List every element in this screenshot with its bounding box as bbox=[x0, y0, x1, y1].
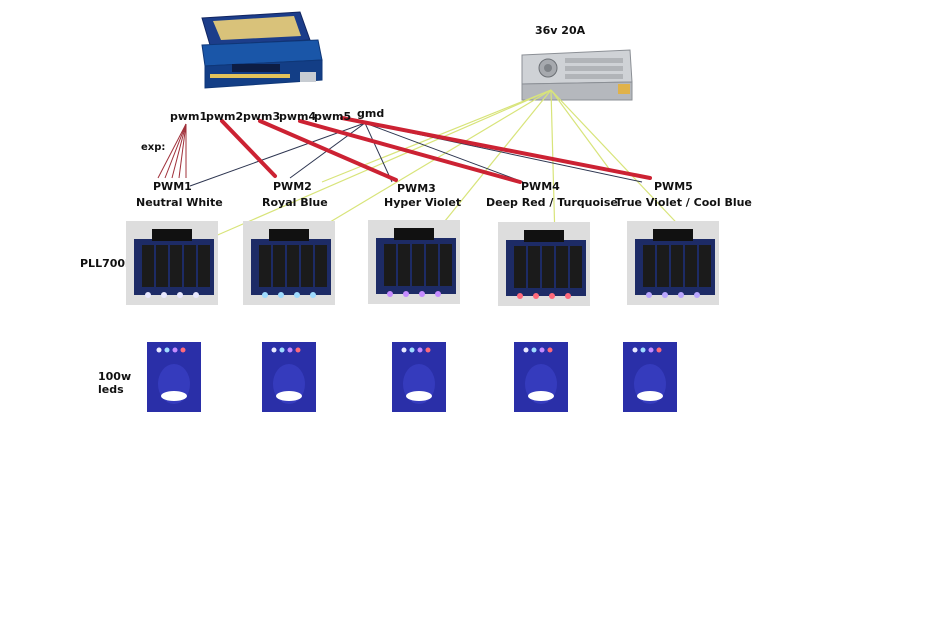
pin-label-pwm2: pwm2 bbox=[206, 110, 244, 123]
led-5-image bbox=[623, 342, 677, 412]
channel-4-color: Deep Red / Turquoise bbox=[486, 196, 618, 209]
driver-row-label: PLL700h bbox=[80, 257, 133, 270]
driver-board-1-image bbox=[126, 221, 218, 305]
pin-label-pwm4: pwm4 bbox=[279, 110, 317, 123]
pin-label-gnd: gmd bbox=[357, 107, 385, 120]
led-2-image bbox=[262, 342, 316, 412]
power-supply-image bbox=[521, 49, 633, 101]
channel-3-id: PWM3 bbox=[397, 182, 436, 195]
example-wires bbox=[157, 123, 187, 179]
channel-5-color: True Violet / Cool Blue bbox=[615, 196, 752, 209]
controller-board-image bbox=[201, 11, 323, 89]
channel-3-color: Hyper Violet bbox=[384, 196, 462, 209]
channel-2-id: PWM2 bbox=[273, 180, 312, 193]
driver-board-3-image bbox=[368, 220, 460, 304]
led-1-image bbox=[147, 342, 201, 412]
pin-label-pwm3: pwm3 bbox=[243, 110, 281, 123]
driver-board-4-image bbox=[498, 222, 590, 306]
channel-1-id: PWM1 bbox=[153, 180, 192, 193]
pin-label-pwm5: pwm5 bbox=[314, 110, 352, 123]
led-row-label: 100w leds bbox=[98, 370, 132, 397]
driver-board-2-image bbox=[243, 221, 335, 305]
pwm-wires bbox=[220, 116, 652, 184]
pin-label-pwm1: pwm1 bbox=[170, 110, 208, 123]
channel-4-id: PWM4 bbox=[521, 180, 560, 193]
led-4-image bbox=[514, 342, 568, 412]
power-supply-label: 36v 20A bbox=[535, 24, 586, 37]
example-label: exp: bbox=[141, 142, 166, 153]
led-3-image bbox=[392, 342, 446, 412]
channel-2-color: Royal Blue bbox=[262, 196, 328, 209]
channel-1-color: Neutral White bbox=[136, 196, 223, 209]
power-wires bbox=[212, 89, 691, 241]
driver-board-5-image bbox=[627, 221, 719, 305]
channel-5-id: PWM5 bbox=[654, 180, 693, 193]
